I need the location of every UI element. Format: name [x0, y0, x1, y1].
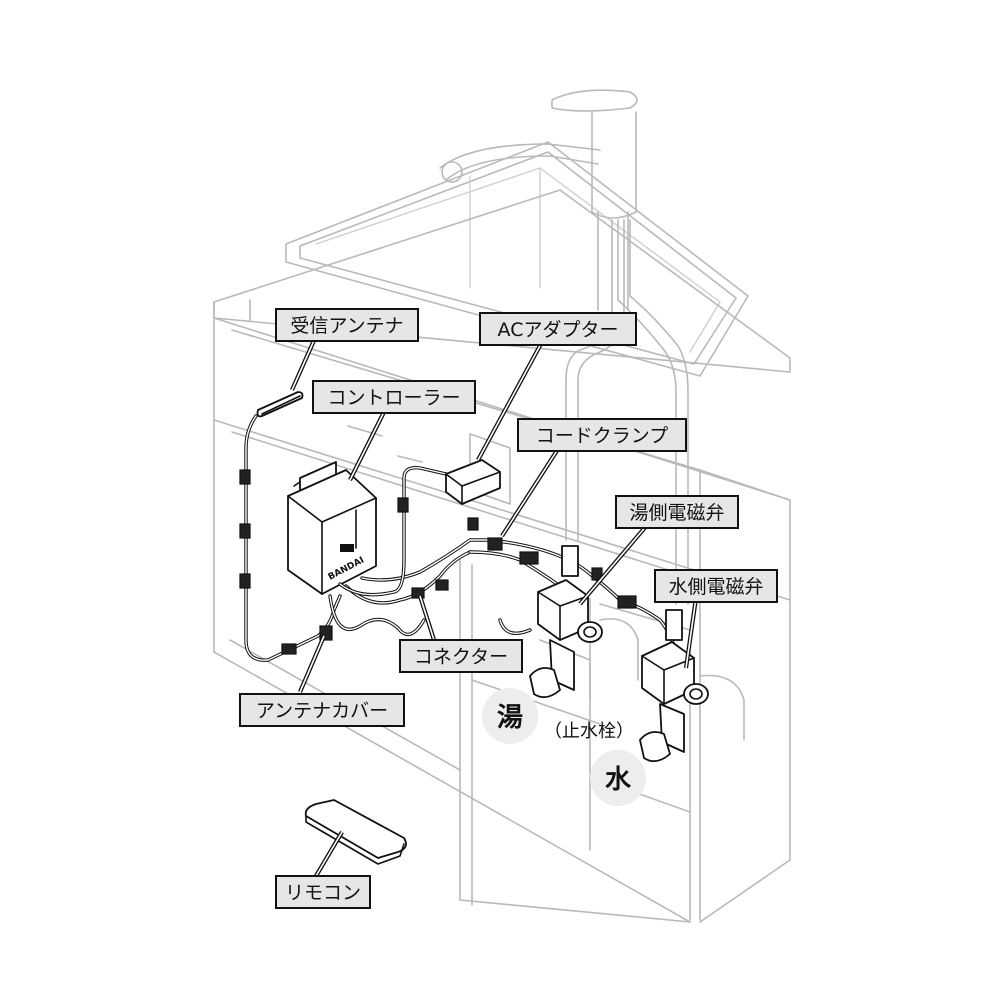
label-receiver-antenna: 受信アンテナ [275, 308, 419, 342]
label-ac-adapter-text: ACアダプター [498, 319, 619, 341]
label-ac-adapter: ACアダプター [479, 312, 637, 346]
cold-mark-text: 水 [605, 765, 632, 795]
controller-wires [328, 466, 492, 637]
label-cord-clamp: コードクランプ [517, 418, 687, 452]
label-antenna-cover: アンテナカバー [239, 693, 405, 727]
label-cold-valve: 水側電磁弁 [654, 569, 778, 603]
label-antenna-cover-text: アンテナカバー [256, 700, 388, 722]
label-cord-clamp-text: コードクランプ [536, 425, 668, 447]
label-cold-valve-text: 水側電磁弁 [668, 576, 763, 598]
label-hot-valve-text: 湯側電磁弁 [629, 502, 724, 524]
antenna-cable [239, 414, 342, 662]
hot-mark: 湯 [482, 688, 538, 744]
cold-mark: 水 [590, 750, 646, 806]
hot-mark-text: 湯 [497, 703, 523, 733]
label-controller-text: コントローラー [327, 387, 460, 409]
leader-lines [290, 335, 699, 878]
label-hot-valve: 湯側電磁弁 [615, 495, 739, 529]
label-controller: コントローラー [312, 380, 476, 414]
label-remote-text: リモコン [285, 882, 361, 904]
label-receiver-antenna-text: 受信アンテナ [290, 315, 403, 337]
controller-unit: BANDAI [287, 461, 377, 595]
hot-solenoid-valve [529, 545, 603, 699]
ac-adapter-unit [445, 433, 511, 505]
faucet [439, 89, 638, 311]
label-remote: リモコン [275, 875, 371, 909]
stop-valve-note: （止水栓） [544, 721, 634, 742]
remote-control [304, 799, 407, 865]
receiver-antenna-unit [256, 391, 304, 418]
label-connector: コネクター [399, 639, 523, 673]
label-connector-text: コネクター [414, 646, 508, 668]
cold-solenoid-valve [639, 609, 709, 763]
